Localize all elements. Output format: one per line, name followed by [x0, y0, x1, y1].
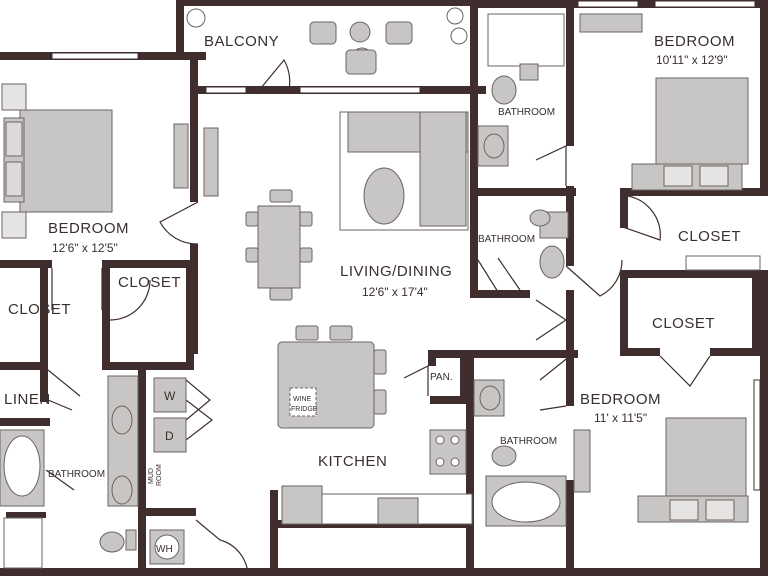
dryer-label: D [165, 429, 174, 443]
wine-fridge-label-2: FRIDGE [291, 406, 318, 413]
closet-mid-right-label: CLOSET [652, 315, 715, 332]
closet-top-right-label: CLOSET [678, 228, 741, 245]
bedroom-bottom-right-size: 11' x 11'5" [594, 411, 647, 425]
bedroom-top-right-size: 10'11" x 12'9" [656, 53, 728, 67]
mud-room-label-1: MUD [148, 468, 155, 484]
linen-label: LINEN [4, 391, 51, 408]
closet-mid-left-label: CLOSET [118, 274, 181, 291]
bathroom-right-label: BATHROOM [500, 436, 557, 447]
water-heater-label: WH [156, 544, 173, 555]
kitchen-label: KITCHEN [318, 453, 387, 470]
washer-label: W [164, 389, 176, 403]
bedroom-top-right-label: BEDROOM [654, 33, 735, 50]
bedroom-bottom-right-label: BEDROOM [580, 391, 661, 408]
room-labels: BALCONY BEDROOM 12'6" x 12'5" BEDROOM 10… [4, 33, 741, 555]
living-dining-label: LIVING/DINING [340, 263, 452, 280]
bathroom-top-label: BATHROOM [498, 107, 555, 118]
balcony-label: BALCONY [204, 33, 279, 50]
closet-left-label: CLOSET [8, 301, 71, 318]
living-dining-size: 12'6" x 17'4" [362, 285, 428, 299]
furniture [0, 7, 761, 569]
pantry-label: PAN. [430, 372, 453, 383]
bedroom-left-size: 12'6" x 12'5" [52, 241, 118, 255]
bathroom-mid-label: BATHROOM [478, 234, 535, 245]
doors [45, 58, 711, 576]
dresser-left [173, 123, 189, 189]
bedroom-left-label: BEDROOM [48, 220, 129, 237]
dining-table [257, 205, 301, 289]
bathroom-left-label: BATHROOM [48, 469, 105, 480]
wine-fridge-label-1: WINE [293, 396, 312, 403]
mud-room-label-2: ROOM [156, 464, 163, 486]
bed-left [19, 109, 113, 213]
